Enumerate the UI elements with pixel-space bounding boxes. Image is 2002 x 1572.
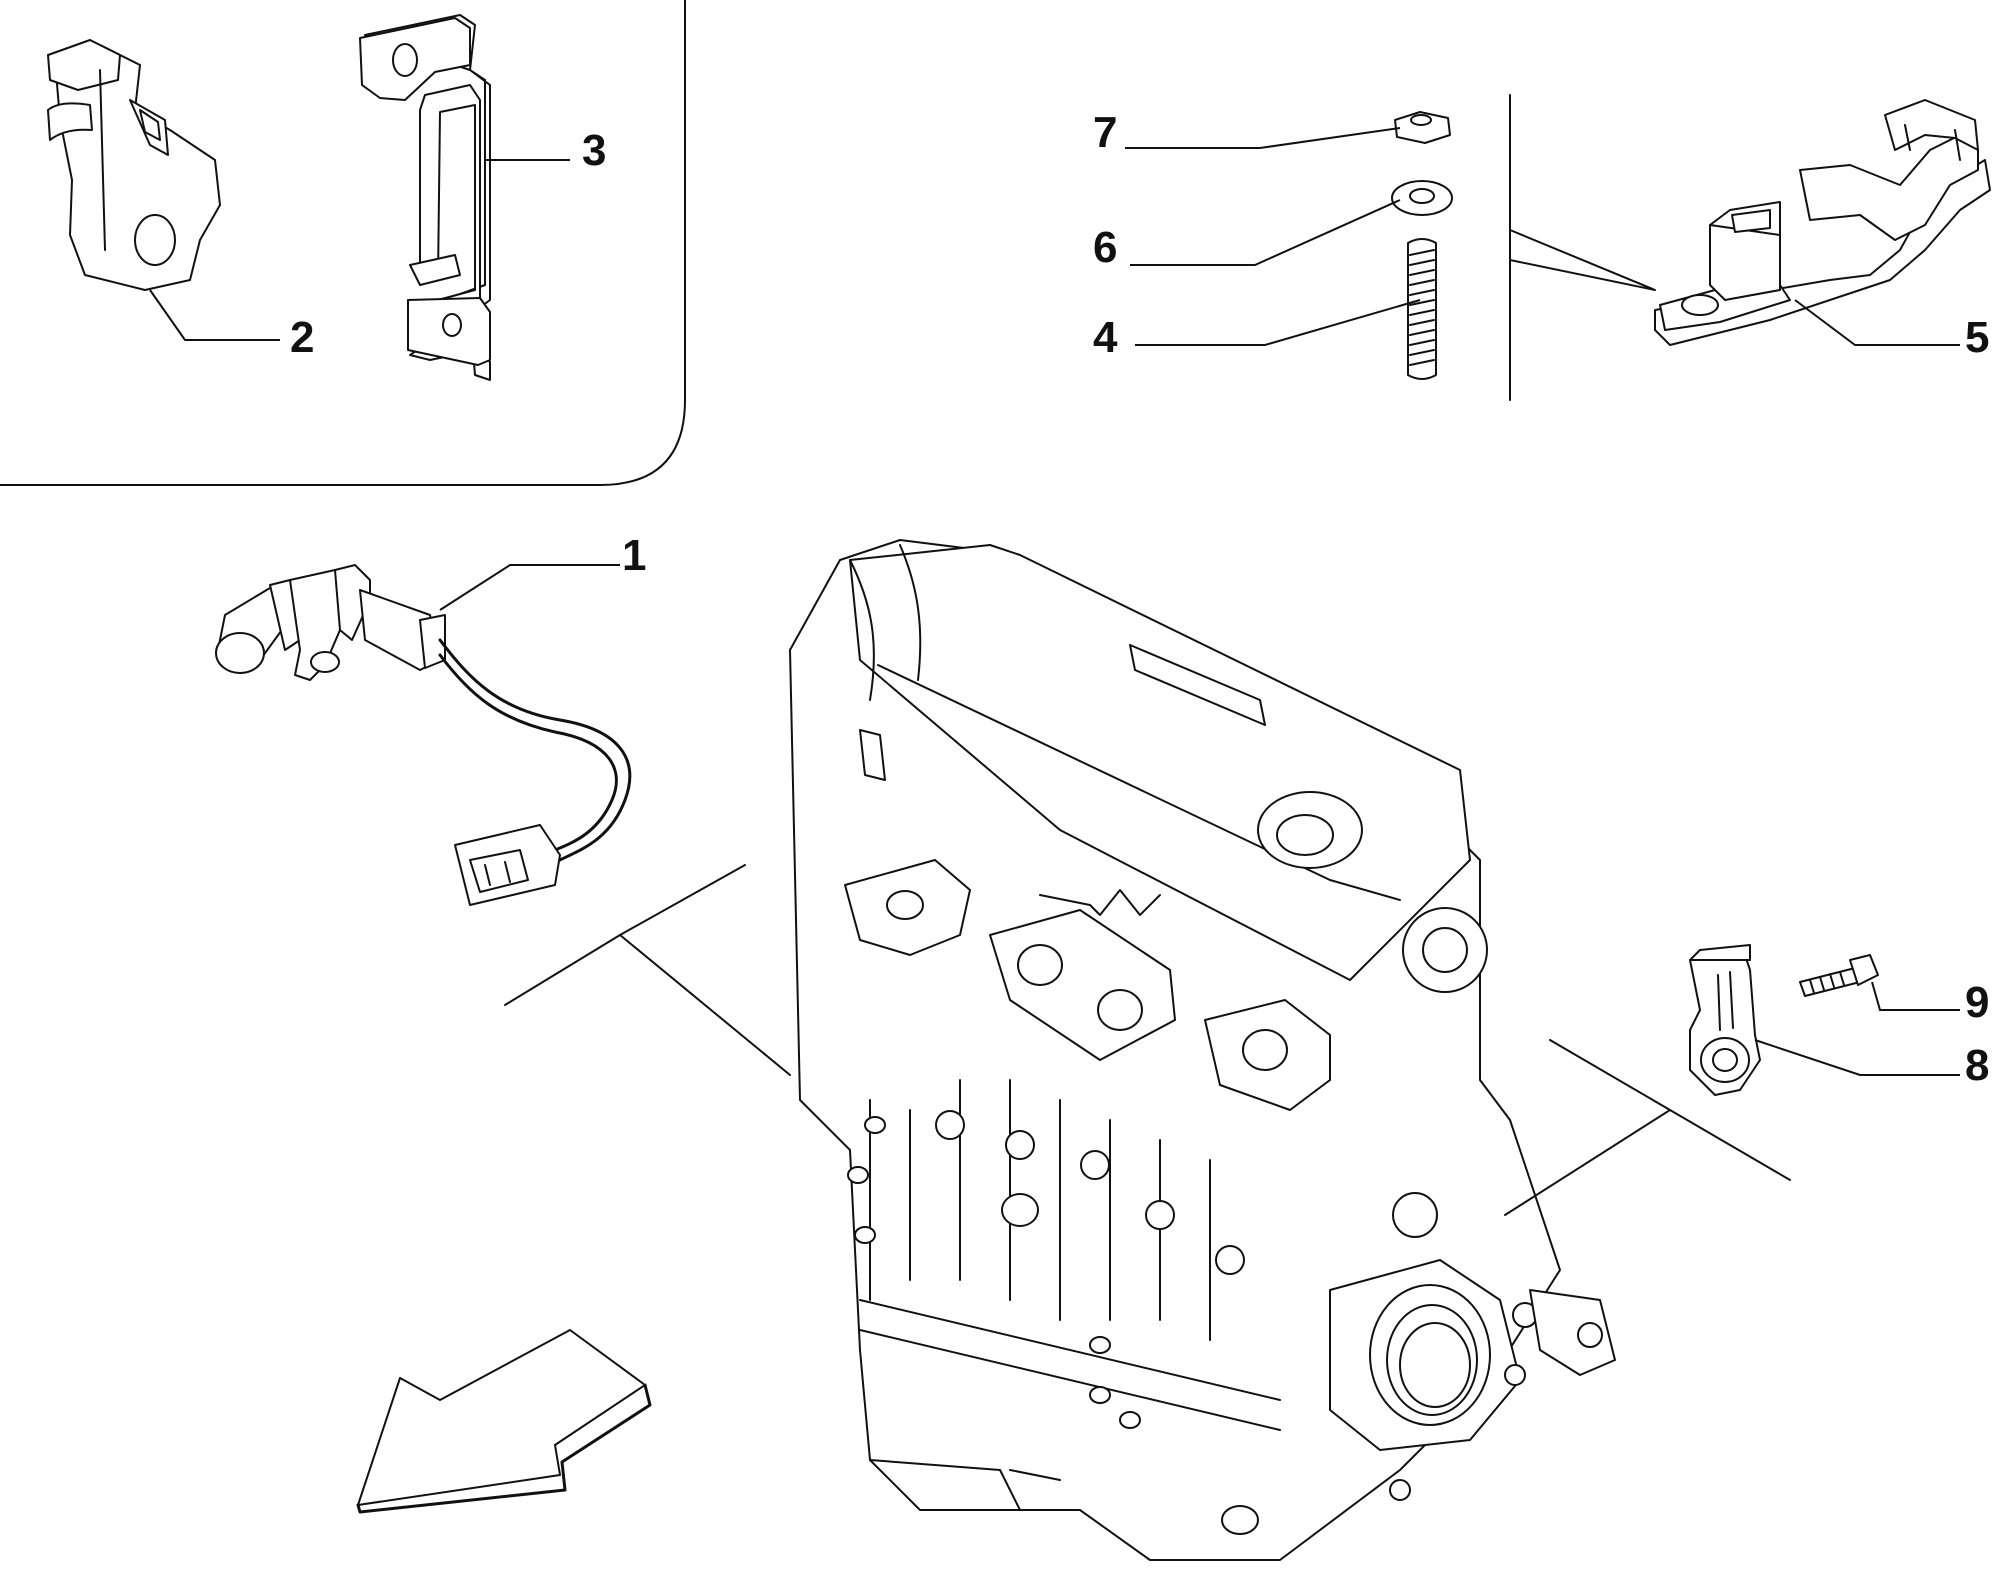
inset-frame [0, 0, 686, 486]
part-5-sensor-bracket[interactable] [1654, 99, 1991, 346]
direction-arrow [356, 1329, 652, 1514]
callout-2: 2 [290, 313, 314, 362]
assembly-indicator-left [504, 864, 791, 1076]
callout-7: 7 [1093, 108, 1117, 157]
part-1-sensor-harness[interactable] [215, 564, 632, 906]
callout-8: 8 [1965, 1041, 1989, 1090]
leader-line-5 [1794, 299, 1960, 346]
leader-line-1 [439, 564, 620, 611]
leader-line-6 [1130, 199, 1401, 266]
leader-line-7 [1125, 127, 1401, 149]
part-3-angle-bracket[interactable] [359, 14, 491, 381]
leader-line-4 [1135, 299, 1421, 346]
leader-line-8 [1754, 1039, 1960, 1076]
assembly-indicator-right [1504, 1039, 1791, 1216]
part-2-clip-bracket[interactable] [47, 39, 221, 291]
callout-3: 3 [582, 126, 606, 175]
callout-5: 5 [1965, 313, 1989, 362]
assembly-indicator-bracket [1509, 229, 1656, 291]
callout-9: 9 [1965, 978, 1989, 1027]
callout-1: 1 [622, 531, 646, 580]
leader-line-2 [149, 289, 280, 341]
part-6-washer[interactable] [1391, 180, 1453, 216]
part-7-nut[interactable] [1394, 111, 1451, 144]
part-4-stud[interactable] [1407, 238, 1437, 380]
callout-4: 4 [1093, 313, 1118, 362]
part-8-knock-sensor[interactable] [1689, 944, 1761, 1096]
callout-6: 6 [1093, 223, 1117, 272]
leader-line-9 [1871, 981, 1960, 1011]
engine-block [789, 539, 1616, 1561]
part-9-bolt[interactable] [1799, 954, 1879, 997]
